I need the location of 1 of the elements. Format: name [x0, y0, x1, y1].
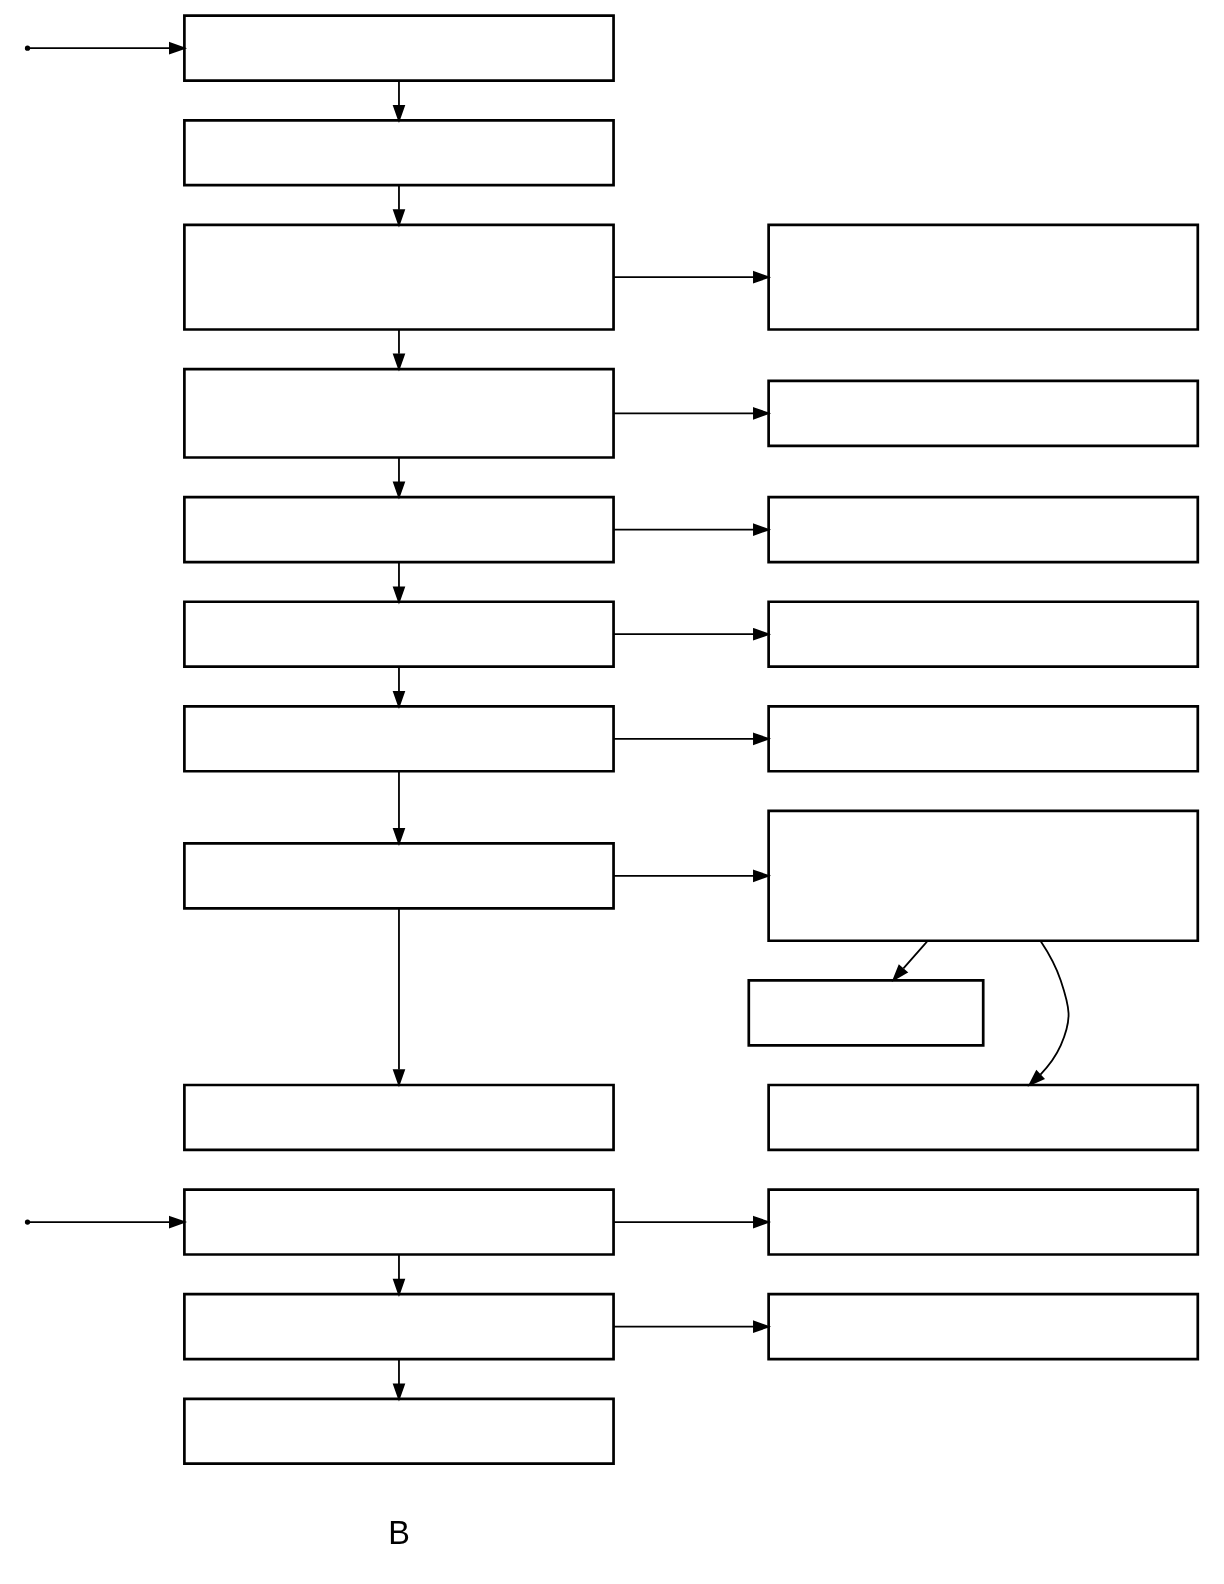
label: B	[388, 1514, 410, 1551]
